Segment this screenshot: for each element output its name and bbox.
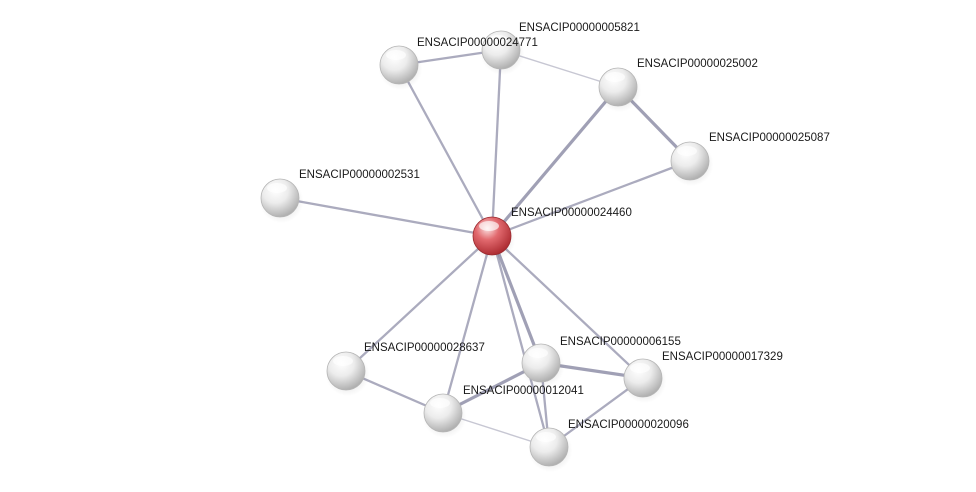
node-n02531[interactable]: [259, 178, 304, 223]
nodes-layer: [259, 30, 714, 472]
node-label-n25002: ENSACIP00000025002: [637, 58, 758, 70]
edge-n24460-n05821: [490, 48, 503, 238]
node-highlight: [630, 363, 650, 373]
edge-n24460-n24771: [397, 63, 494, 238]
node-highlight: [386, 50, 406, 60]
node-highlight: [479, 221, 499, 231]
node-label-n05821: ENSACIP00000005821: [519, 22, 640, 34]
node-highlight: [536, 432, 556, 442]
node-label-n06155: ENSACIP00000006155: [560, 336, 681, 348]
node-n28637[interactable]: [325, 351, 370, 396]
node-label-n28637: ENSACIP00000028637: [364, 342, 485, 354]
node-label-n24460: ENSACIP00000024460: [511, 207, 632, 219]
node-highlight: [430, 398, 450, 408]
node-highlight: [333, 356, 353, 366]
node-label-n24771: ENSACIP00000024771: [417, 37, 538, 49]
labels-layer: ENSACIP00000024460ENSACIP00000024771ENSA…: [299, 22, 830, 431]
node-label-n02531: ENSACIP00000002531: [299, 169, 420, 181]
node-n25087[interactable]: [669, 141, 714, 186]
node-label-n20096: ENSACIP00000020096: [568, 419, 689, 431]
node-n05821[interactable]: [480, 30, 525, 75]
node-highlight: [605, 72, 625, 82]
node-n25002[interactable]: [597, 67, 642, 112]
edge-n24460-n20096: [490, 234, 551, 449]
node-highlight: [528, 348, 548, 358]
node-highlight: [488, 35, 508, 45]
node-n20096[interactable]: [528, 427, 573, 472]
node-n24771[interactable]: [378, 45, 423, 90]
edge-n24460-n17329: [490, 234, 645, 380]
edge-n24460-n25002: [490, 85, 620, 238]
edge-n24460-n12041: [441, 234, 494, 415]
edge-n24460-n02531: [278, 196, 494, 238]
edge-n24460-n28637: [344, 234, 494, 373]
node-highlight: [267, 183, 287, 193]
node-n06155[interactable]: [520, 343, 565, 388]
node-highlight: [677, 146, 697, 156]
edge-n24460-n25087: [490, 159, 692, 238]
node-label-n17329: ENSACIP00000017329: [662, 351, 783, 363]
node-n17329[interactable]: [622, 358, 667, 403]
node-label-n12041: ENSACIP00000012041: [463, 385, 584, 397]
node-label-n25087: ENSACIP00000025087: [709, 132, 830, 144]
node-n24460[interactable]: [471, 216, 516, 261]
node-n12041[interactable]: [422, 393, 467, 438]
